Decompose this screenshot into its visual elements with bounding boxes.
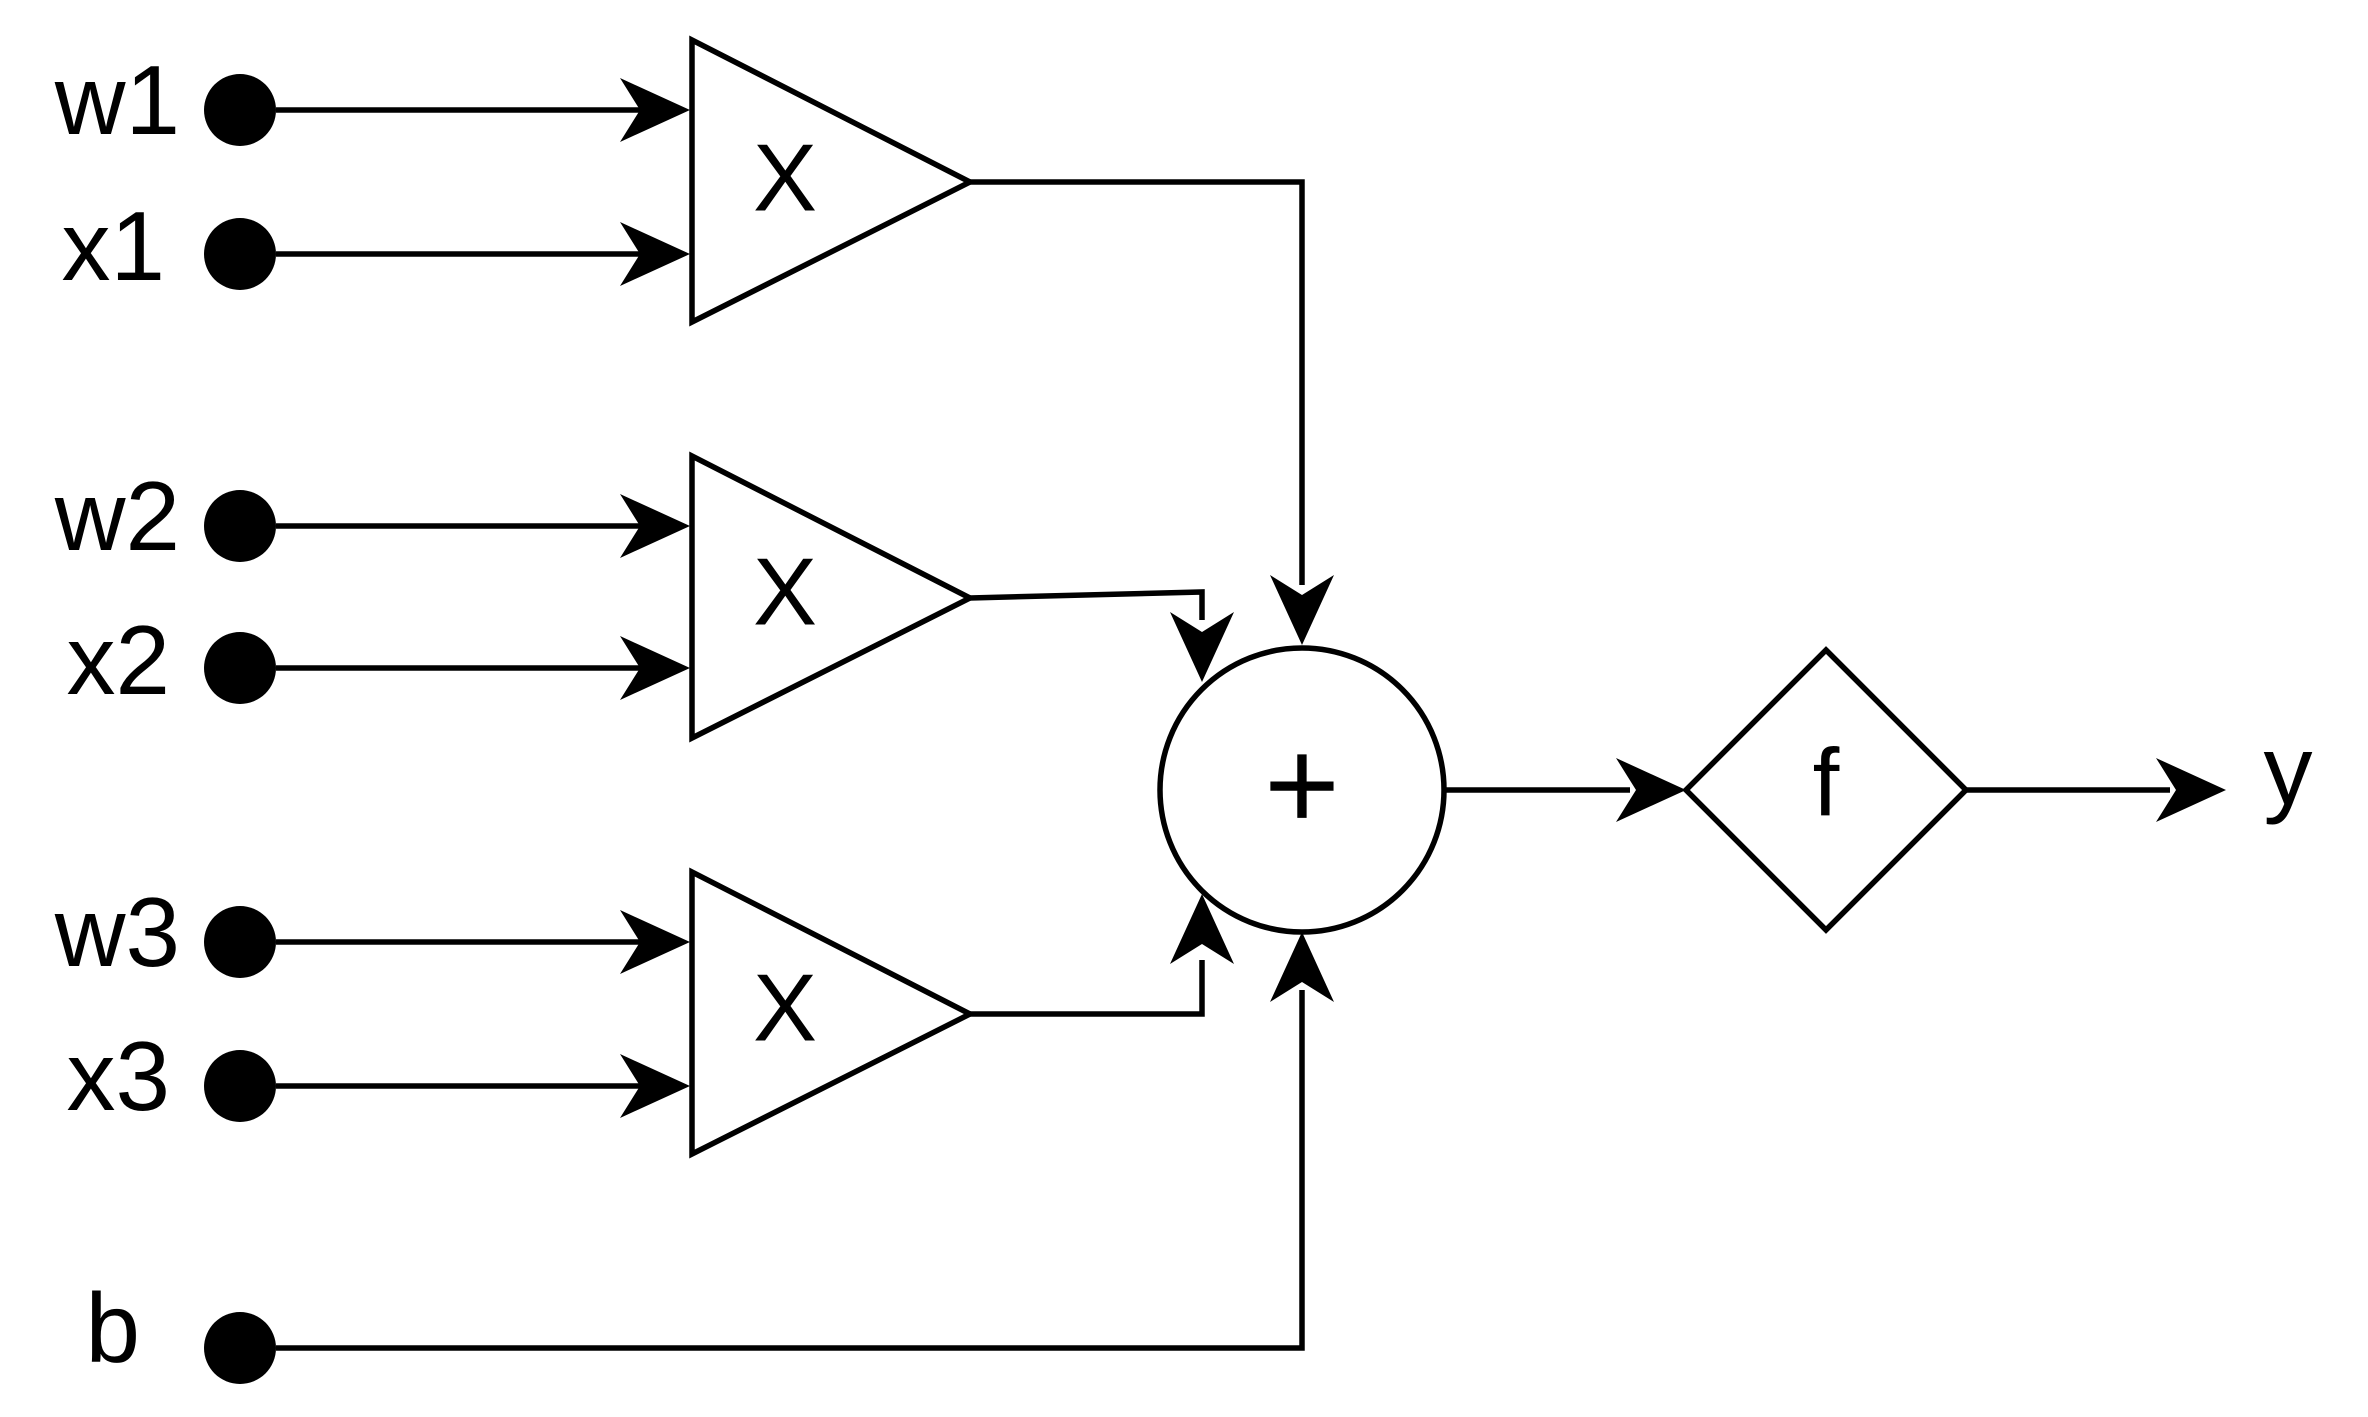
input-label-x2: x2 [66, 605, 170, 715]
arrowhead-product-3 [1170, 894, 1234, 964]
input-terminal-x2 [204, 632, 276, 704]
input-label-b: b [85, 1273, 140, 1383]
input-label-w2: w2 [54, 461, 180, 571]
arrowhead-sum-to-activation [1616, 758, 1686, 822]
output-label-y: y [2264, 715, 2313, 825]
wire-product-1 [970, 179, 1305, 585]
multiplier-2-symbol: X [753, 538, 817, 645]
arrowhead-product-2 [1170, 612, 1234, 682]
arrowhead-w1 [620, 78, 690, 142]
arrowhead-product-1 [1270, 575, 1334, 645]
input-label-w1: w1 [54, 45, 180, 155]
input-terminal-x3 [204, 1050, 276, 1122]
wire-bias [276, 990, 1305, 1351]
multiplier-1 [689, 35, 977, 327]
arrowhead-output [2156, 758, 2226, 822]
input-label-x3: x3 [66, 1021, 170, 1131]
input-label-x1: x1 [61, 191, 165, 301]
input-terminal-b [204, 1312, 276, 1384]
multiplier-2 [689, 451, 977, 743]
input-terminal-w3 [204, 906, 276, 978]
input-label-w3: w3 [54, 877, 180, 987]
multiplier-3-symbol: X [753, 954, 817, 1061]
input-terminal-w2 [204, 490, 276, 562]
multiplier-3 [689, 867, 977, 1159]
arrowhead-bias [1270, 932, 1334, 1002]
input-terminal-x1 [204, 218, 276, 290]
activation-function [1682, 646, 1970, 934]
wire-product-3 [970, 960, 1205, 1017]
multiplier-1-symbol: X [753, 124, 817, 231]
summation-symbol: + [1264, 711, 1340, 857]
arrowhead-w2 [620, 494, 690, 558]
arrowhead-x3 [620, 1054, 690, 1118]
arrowhead-w3 [620, 910, 690, 974]
arrowhead-x2 [620, 636, 690, 700]
wire-product-2 [969, 589, 1205, 620]
activation-symbol: f [1813, 729, 1840, 836]
arrowhead-x1 [620, 222, 690, 286]
input-terminal-w1 [204, 74, 276, 146]
